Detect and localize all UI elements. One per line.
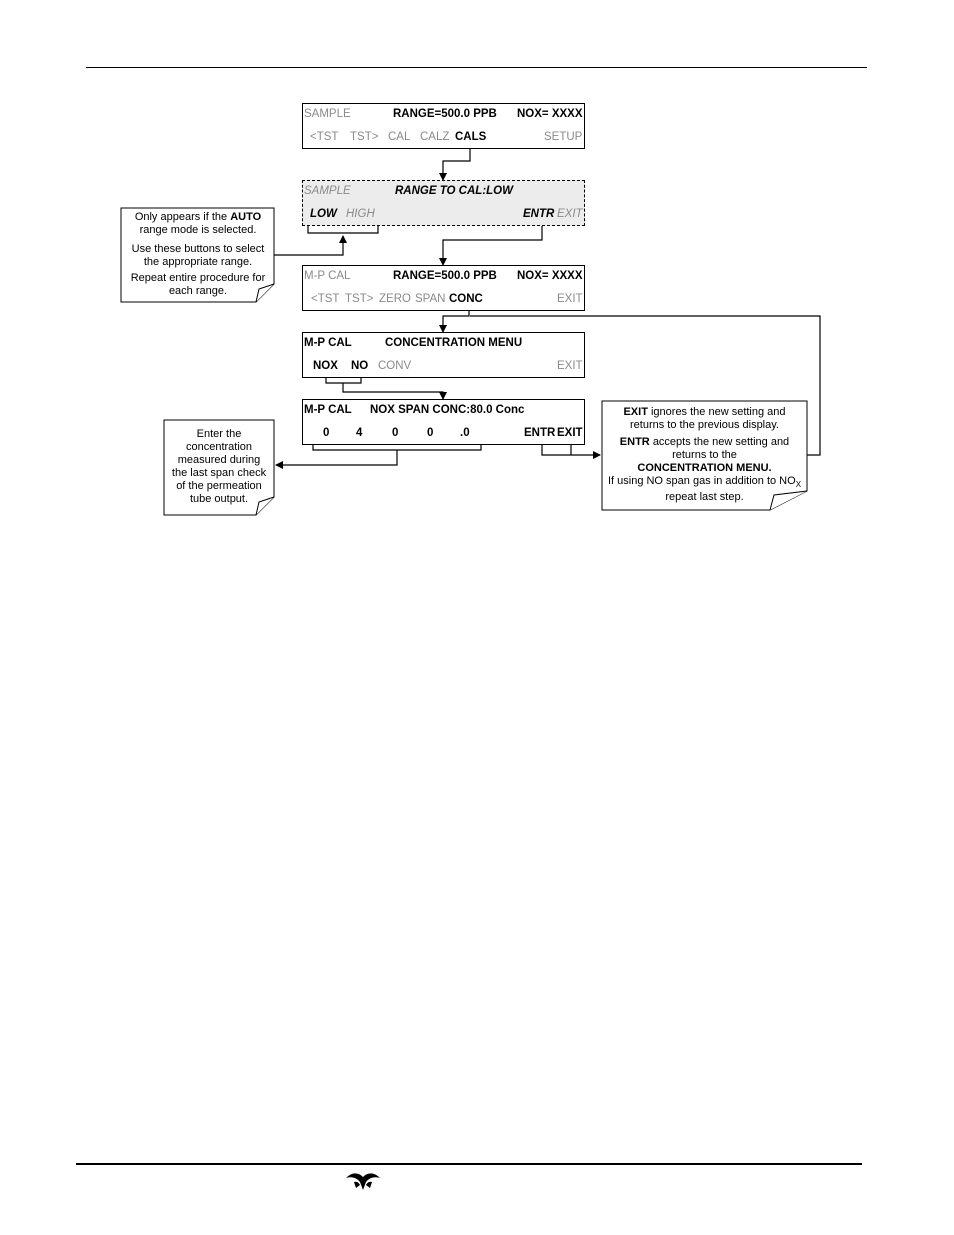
tst-back-button[interactable]: <TST [311, 293, 340, 305]
note-entr-line3: CONCENTRATION MENU. [637, 462, 772, 474]
arrow-entr-to-m-p-cal [439, 222, 543, 266]
conc-button[interactable]: CONC [449, 293, 483, 305]
display-nox-span-conc: M-P CAL NOX SPAN CONC:80.0 Conc 0 4 0 0 … [302, 399, 585, 445]
mode-label: M-P CAL [304, 337, 352, 349]
mode-label: SAMPLE [304, 108, 351, 120]
display-concentration-menu: M-P CAL CONCENTRATION MENU NOX NO CONV E… [302, 332, 585, 378]
entr-button[interactable]: ENTR [523, 208, 555, 220]
arrow-nox-no-to-span [342, 383, 447, 400]
no-button[interactable]: NO [351, 360, 369, 372]
range-prompt: RANGE TO CAL:LOW [395, 185, 513, 197]
setup-button[interactable]: SETUP [544, 131, 583, 143]
nox-readout: NOX= XXXX [517, 270, 583, 282]
bracket-entr-exit [541, 442, 601, 459]
teledyne-logo-icon [346, 1173, 380, 1190]
entr-button[interactable]: ENTR [524, 427, 556, 439]
arrow-digits-to-note [275, 450, 398, 469]
note-entr-text: accepts the new setting and [652, 436, 790, 448]
exit-button[interactable]: EXIT [557, 208, 583, 220]
footer-rule [76, 1163, 862, 1165]
note-exit-entr: EXIT ignores the new setting and returns… [602, 406, 807, 504]
display-sample: SAMPLE RANGE=500.0 PPB NOX= XXXX <TST TS… [302, 103, 585, 149]
digit-2-button[interactable]: 4 [356, 427, 363, 439]
note-enter-line6: tube output. [189, 493, 249, 505]
exit-button[interactable]: EXIT [557, 293, 583, 305]
note-auto-line5: Repeat entire procedure for [130, 272, 266, 284]
mode-label: M-P CAL [304, 404, 352, 416]
display-m-p-cal: M-P CAL RANGE=500.0 PPB NOX= XXXX <TST T… [302, 265, 585, 311]
note-entr-line2: returns to the [672, 449, 737, 461]
span-conc-title: NOX SPAN CONC:80.0 Conc [370, 404, 525, 416]
range-readout: RANGE=500.0 PPB [393, 108, 497, 120]
note-no-line2: repeat last step. [665, 491, 744, 504]
note-enter-line3: measured during [177, 454, 261, 466]
note-enter-concentration: Enter the concentration measured during … [164, 428, 274, 506]
exit-button[interactable]: EXIT [557, 360, 583, 372]
high-button[interactable]: HIGH [346, 208, 375, 220]
note-enter-line1: Enter the [196, 428, 242, 440]
note-auto-line3: Use these buttons to select [131, 243, 265, 255]
note-auto-line1-bold: AUTO [230, 211, 262, 223]
note-no-line1: If using NO span gas in addition to NO [607, 475, 796, 487]
zero-button[interactable]: ZERO [379, 293, 411, 305]
note-auto-line2: range mode is selected. [139, 224, 257, 236]
conv-button[interactable]: CONV [378, 360, 412, 372]
note-enter-line2: concentration [185, 441, 253, 453]
note-auto-line4: the appropriate range. [143, 256, 253, 268]
nox-readout: NOX= XXXX [517, 108, 583, 120]
cal-button[interactable]: CAL [388, 131, 411, 143]
digit-1-button[interactable]: 0 [323, 427, 330, 439]
arrow-return-loop [470, 315, 821, 456]
display-range-to-cal: SAMPLE RANGE TO CAL:LOW LOW HIGH ENTR EX… [302, 180, 585, 226]
menu-title: CONCENTRATION MENU [385, 337, 523, 349]
note-auto-range: Only appears if the AUTO range mode is s… [122, 211, 274, 298]
arrow-cals-to-range [439, 149, 471, 181]
mode-label: M-P CAL [304, 270, 351, 282]
arrow-note-to-bracket [274, 235, 347, 256]
low-button[interactable]: LOW [310, 208, 337, 220]
tst-forward-button[interactable]: TST> [350, 131, 379, 143]
arrow-conc-to-concentration-menu [439, 307, 470, 333]
nox-button[interactable]: NOX [313, 360, 338, 372]
note-exit-bold: EXIT [623, 406, 648, 418]
note-enter-line4: the last span check [171, 467, 267, 479]
header-rule [86, 67, 867, 68]
note-auto-line6: each range. [168, 285, 228, 297]
note-entr-bold: ENTR [619, 436, 650, 448]
range-readout: RANGE=500.0 PPB [393, 270, 497, 282]
note-enter-line5: of the permeation [176, 480, 262, 492]
tst-forward-button[interactable]: TST> [345, 293, 374, 305]
note-exit-text: ignores the new setting and [650, 406, 786, 418]
digit-3-button[interactable]: 0 [392, 427, 399, 439]
bracket-low-high [307, 223, 379, 234]
note-auto-line1-pre: Only appears if the [134, 211, 228, 223]
digit-5-button[interactable]: .0 [460, 427, 470, 439]
note-no-subscript: X [795, 480, 802, 490]
span-button[interactable]: SPAN [415, 293, 446, 305]
mode-label: SAMPLE [304, 185, 351, 197]
exit-button[interactable]: EXIT [557, 427, 583, 439]
note-exit-line2: returns to the previous display. [630, 419, 779, 431]
calz-button[interactable]: CALZ [420, 131, 450, 143]
digit-4-button[interactable]: 0 [427, 427, 434, 439]
tst-back-button[interactable]: <TST [310, 131, 339, 143]
cals-button[interactable]: CALS [455, 131, 487, 143]
